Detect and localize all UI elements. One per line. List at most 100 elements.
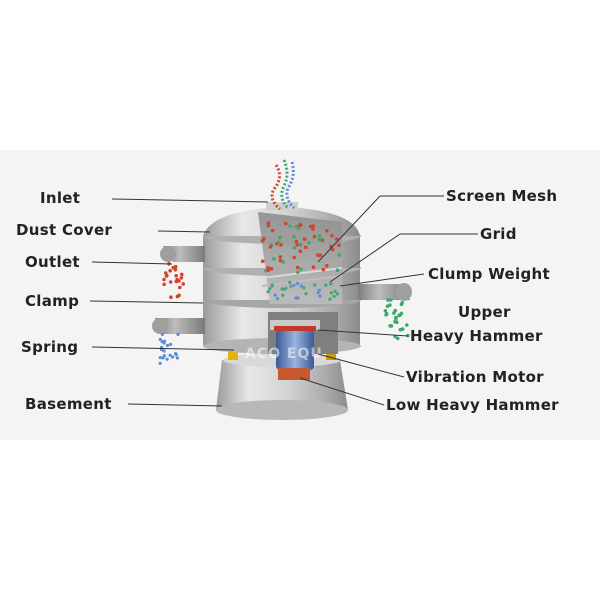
particle <box>169 295 173 300</box>
label-spring: Spring <box>21 338 79 356</box>
particle <box>296 226 301 231</box>
particle <box>316 253 320 257</box>
particle <box>308 224 313 229</box>
particle <box>180 272 184 277</box>
particle <box>162 339 167 343</box>
particle <box>269 266 274 271</box>
particle <box>160 332 164 336</box>
label-upper-heavy-hammer-line1: Upper <box>458 303 511 321</box>
particle <box>385 304 390 309</box>
label-grid: Grid <box>480 225 517 243</box>
particle <box>273 293 277 297</box>
leader-clamp <box>89 300 204 304</box>
particle <box>284 286 288 290</box>
particle <box>303 245 308 250</box>
outlet-right <box>358 283 412 301</box>
outlet-left-lower <box>152 318 205 334</box>
label-clump-weight: Clump Weight <box>428 265 550 283</box>
particle <box>292 246 297 250</box>
label-upper-heavy-hammer-line2: Heavy Hammer <box>410 327 543 345</box>
particle <box>174 274 178 278</box>
particle <box>179 276 184 280</box>
particle <box>295 243 300 247</box>
leader-vibration-motor <box>317 353 405 378</box>
particle <box>405 323 409 327</box>
label-screen-mesh: Screen Mesh <box>446 187 558 205</box>
particle <box>164 271 168 275</box>
particle <box>335 292 339 296</box>
particle <box>162 354 166 358</box>
leader-screen-mesh-diag <box>317 195 381 263</box>
particle <box>302 237 307 241</box>
particle <box>395 336 400 341</box>
particle <box>325 229 329 233</box>
particle <box>337 243 341 247</box>
label-dust-cover: Dust Cover <box>16 221 113 239</box>
particle <box>337 253 342 257</box>
particle <box>272 257 276 261</box>
label-clamp: Clamp <box>25 292 80 310</box>
particle <box>158 356 162 360</box>
label-outlet: Outlet <box>25 253 80 271</box>
discharge-bottom-blue <box>158 332 180 365</box>
particle <box>162 349 166 353</box>
particle <box>158 337 162 342</box>
particle <box>169 342 173 346</box>
particle <box>394 316 398 321</box>
particle <box>318 294 322 298</box>
particle <box>400 327 405 331</box>
particle <box>281 293 285 297</box>
particle <box>334 237 339 241</box>
particle <box>279 243 283 247</box>
particle <box>292 235 296 239</box>
particle <box>329 282 333 286</box>
particle <box>158 361 162 365</box>
particle <box>175 356 179 360</box>
particle <box>399 311 404 316</box>
particle <box>311 265 316 270</box>
particle <box>332 294 336 298</box>
particle <box>386 298 390 302</box>
particle <box>298 249 303 253</box>
particle <box>283 221 288 226</box>
particle <box>270 228 275 233</box>
particle <box>278 255 283 259</box>
particle <box>168 280 173 284</box>
leader-basement <box>127 403 223 407</box>
particle <box>277 240 281 245</box>
particle <box>313 283 317 287</box>
particle <box>294 296 298 300</box>
particle <box>165 343 170 348</box>
particle <box>384 312 389 316</box>
particle <box>174 352 178 356</box>
particle <box>389 298 393 302</box>
label-inlet: Inlet <box>40 189 81 207</box>
particle <box>316 291 320 295</box>
particle <box>178 285 182 290</box>
label-basement: Basement <box>25 395 112 413</box>
particle <box>333 289 337 293</box>
particle <box>165 357 169 361</box>
particle <box>325 264 329 268</box>
watermark: ACO EQU <box>245 346 323 362</box>
particle <box>298 223 302 228</box>
particle <box>329 291 333 295</box>
particle <box>292 283 296 287</box>
discharge-right-green <box>383 298 410 341</box>
particle <box>295 265 300 270</box>
particle <box>317 288 321 292</box>
particle <box>299 267 303 271</box>
label-low-heavy-hammer: Low Heavy Hammer <box>386 396 559 414</box>
particle <box>400 301 405 305</box>
particle <box>160 340 164 344</box>
particle <box>168 268 172 273</box>
particle <box>296 281 300 285</box>
particle <box>281 260 285 264</box>
particle <box>299 284 303 288</box>
leader-lines <box>89 195 478 407</box>
particle <box>288 224 292 228</box>
particle <box>328 297 332 301</box>
particles-lower-screen <box>266 280 339 301</box>
leader-upper-heavy-hammer <box>317 329 409 337</box>
particle <box>266 268 271 273</box>
